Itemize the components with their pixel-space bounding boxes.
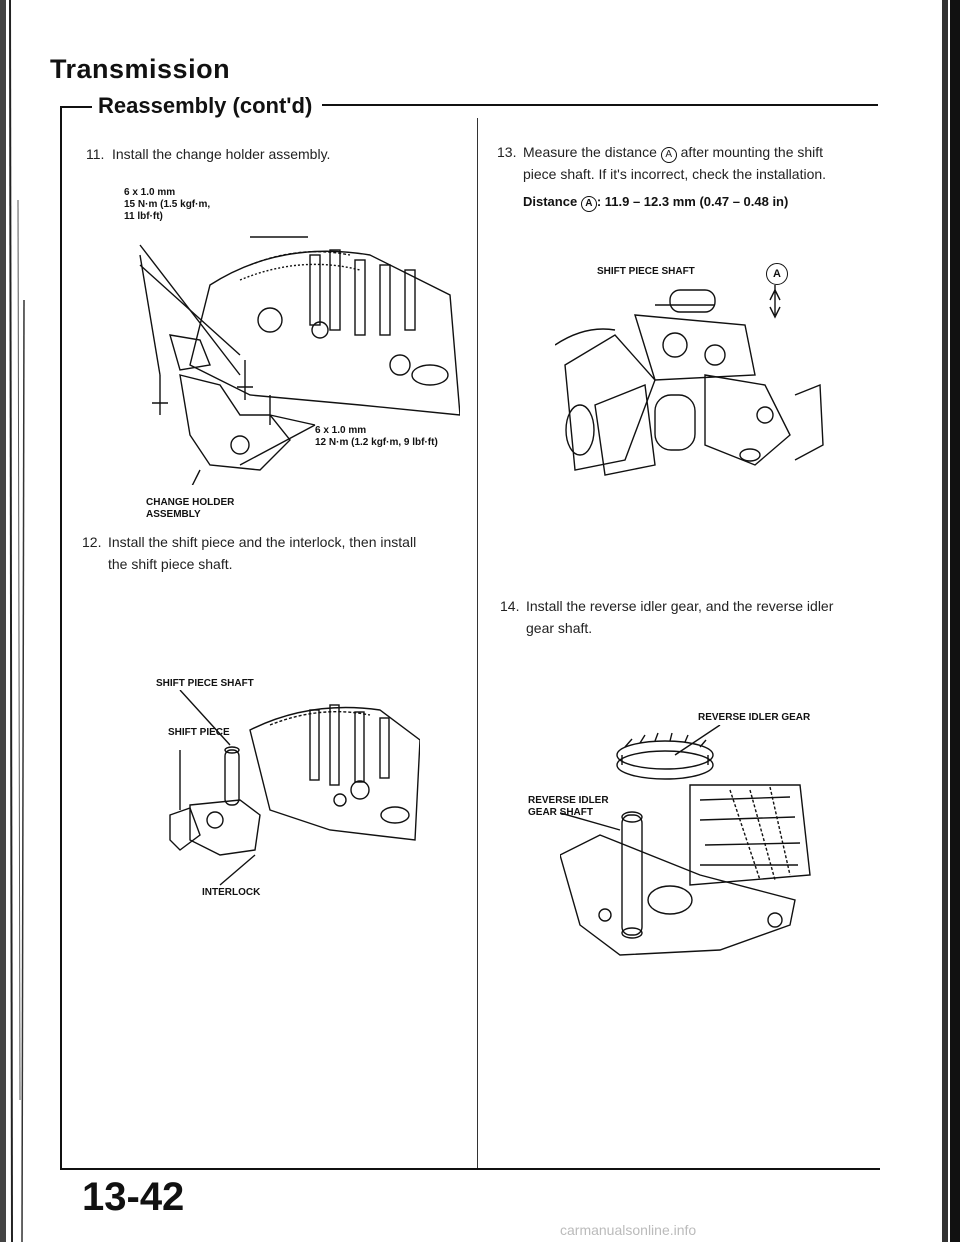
interlock-label: INTERLOCK	[202, 887, 261, 898]
step-number: 11.	[86, 146, 105, 162]
watermark: carmanualsonline.info	[560, 1222, 697, 1238]
step-text: Install the reverse idler gear, and the …	[526, 598, 834, 614]
spec-line: 15 N·m (1.5 kgf·m,	[124, 199, 211, 210]
step-13: 13. Measure the distance A after mounting…	[497, 141, 826, 185]
change-holder-figure	[139, 236, 460, 485]
step-text: Measure the distance	[523, 144, 657, 160]
change-holder-callout: CHANGE HOLDER ASSEMBLY	[146, 497, 234, 521]
bottom-rule	[60, 1168, 880, 1170]
spec-line: 6 x 1.0 mm	[124, 187, 176, 198]
marker-a-icon: A	[660, 147, 677, 163]
spec-line: 12 N·m (1.2 kgf·m, 9 lbf·ft)	[315, 437, 438, 448]
step-14: 14. Install the reverse idler gear, and t…	[500, 595, 833, 639]
step-text: Install the shift piece and the interloc…	[108, 534, 417, 550]
page-title: Transmission	[50, 54, 231, 84]
subtitle-rule-left	[60, 106, 92, 108]
shift-piece-shaft-label: SHIFT PIECE SHAFT	[597, 266, 695, 277]
shift-piece-figure	[169, 690, 420, 886]
column-divider	[477, 118, 478, 1168]
torque-spec-bottom: 6 x 1.0 mm 12 N·m (1.2 kgf·m, 9 lbf·ft)	[315, 425, 438, 449]
step-number: 14.	[500, 598, 520, 614]
step-text: Install the change holder assembly.	[112, 146, 331, 162]
distance-value: : 11.9 – 12.3 mm (0.47 – 0.48 in)	[596, 194, 789, 209]
marker-a-icon: A	[580, 196, 597, 212]
step-11: 11. Install the change holder assembly.	[86, 143, 330, 165]
shift-piece-label: SHIFT PIECE	[168, 727, 230, 738]
marker-a-icon: A	[766, 263, 788, 285]
step-number: 12.	[82, 534, 102, 550]
spec-line: 6 x 1.0 mm	[315, 425, 367, 436]
reverse-idler-gear-label: REVERSE IDLER GEAR	[698, 712, 811, 723]
callout-line: REVERSE IDLER	[528, 795, 609, 806]
shift-piece-shaft-label: SHIFT PIECE SHAFT	[156, 678, 254, 689]
binding-edge-shadow	[0, 0, 25, 1242]
callout-line: CHANGE HOLDER	[146, 497, 235, 508]
callout-line: ASSEMBLY	[146, 509, 201, 520]
spec-line: 11 lbf·ft)	[124, 211, 163, 222]
distance-spec: Distance A: 11.9 – 12.3 mm (0.47 – 0.48 …	[523, 194, 788, 212]
step-text: gear shaft.	[526, 620, 593, 636]
distance-label: Distance	[523, 194, 578, 209]
section-subtitle: Reassembly (cont'd)	[98, 93, 313, 118]
left-frame-rule	[60, 106, 62, 1170]
step-text: the shift piece shaft.	[108, 556, 233, 572]
step-text: piece shaft. If it's incorrect, check th…	[523, 166, 827, 182]
page-number: 13-42	[82, 1175, 185, 1219]
step-12: 12. Install the shift piece and the inter…	[82, 531, 416, 575]
shift-piece-measure-figure	[555, 285, 824, 476]
subtitle-rule-right	[322, 104, 878, 106]
reverse-idler-figure	[560, 725, 811, 956]
step-text: after mounting the shift	[680, 144, 824, 160]
torque-spec-top: 6 x 1.0 mm 15 N·m (1.5 kgf·m, 11 lbf·ft)	[124, 187, 210, 223]
page-edge-shadow	[942, 0, 960, 1242]
step-number: 13.	[497, 144, 517, 160]
